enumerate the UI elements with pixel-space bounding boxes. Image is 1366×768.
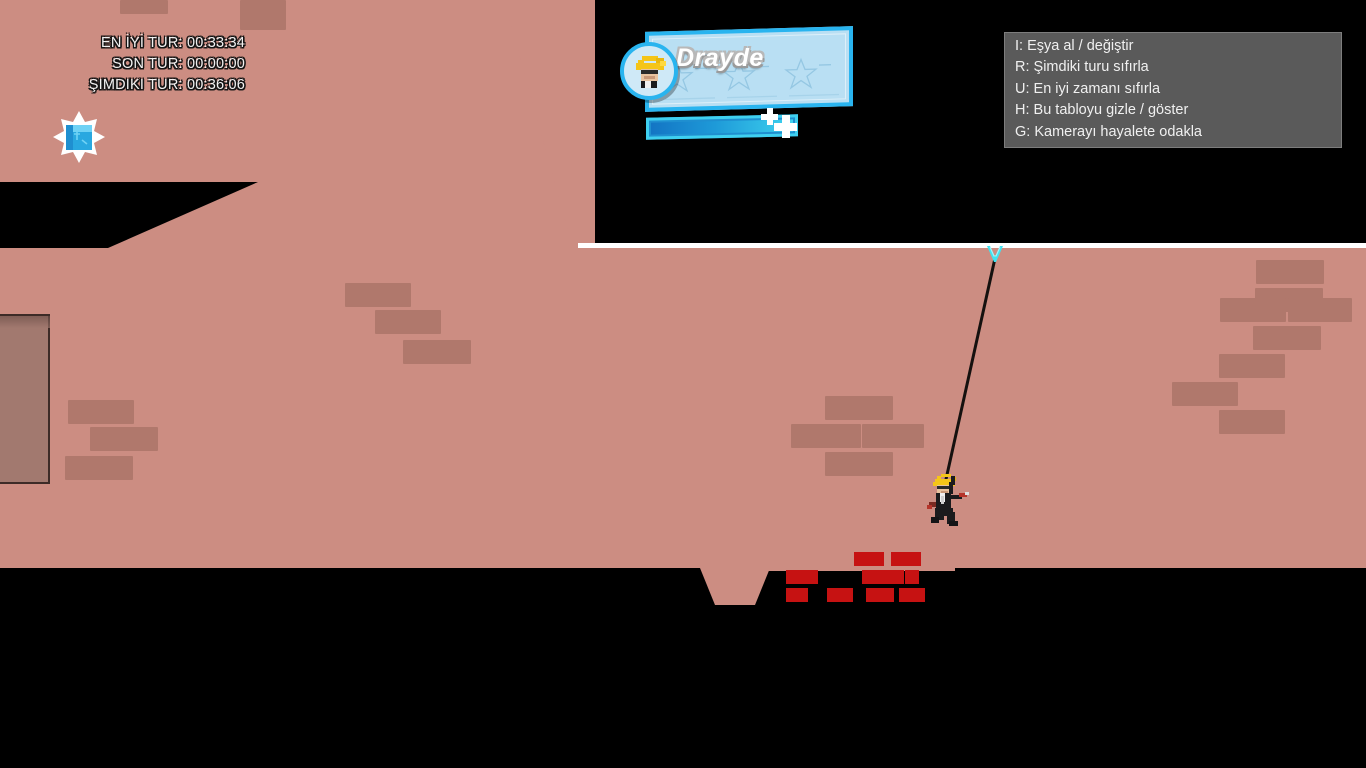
nameplate-banner: [645, 26, 853, 112]
last-lap-row: SON TUR: 00:00:00: [112, 56, 245, 72]
player-nameplate: Drayde: [620, 18, 860, 140]
hazard-brick-tile: [854, 552, 884, 566]
grapple-hook-anchor-icon: [985, 246, 1005, 264]
blue-cube-star-pickup[interactable]: [52, 110, 106, 164]
help-row-pickup-item: I: Eşya al / değiştir: [1015, 38, 1134, 54]
best-lap-row: EN İYİ TUR: 00:33:34: [101, 35, 245, 51]
hazard-brick-tile: [905, 570, 919, 584]
brick-tile: [862, 424, 924, 448]
terrain-bottom-slope: [700, 568, 770, 605]
hazard-brick-tile: [862, 570, 904, 584]
brick-tile: [1219, 354, 1285, 378]
hazard-brick-tile: [891, 552, 921, 566]
player-character: [925, 472, 971, 528]
wall-alcove: [0, 314, 50, 484]
brick-tile: [825, 396, 893, 420]
ledge-main-right: [578, 243, 1366, 248]
hazard-brick-tile: [866, 588, 894, 602]
brick-tile: [791, 424, 861, 448]
brick-tile: [403, 340, 471, 364]
terrain-bottom-lip: [755, 568, 955, 571]
help-row-toggle-panel: H: Bu tabloyu gizle / göster: [1015, 102, 1189, 119]
player-name-label: Drayde: [676, 44, 764, 72]
help-row-reset-lap: R: Şimdiki turu sıfırla: [1015, 59, 1149, 76]
lap-timer-hud: EN İYİ TUR: 00:33:34 SON TUR: 00:00:00 Ş…: [0, 33, 245, 96]
hazard-brick-tile: [786, 588, 808, 602]
brick-tile: [1219, 410, 1285, 434]
keybind-help-panel: I: Eşya al / değiştir R: Şimdiki turu sı…: [1004, 32, 1342, 149]
hazard-brick-tile: [899, 588, 925, 602]
brick-tile: [120, 0, 168, 14]
current-lap-row: ŞIMDIKI TUR: 00:36:06: [88, 77, 245, 93]
hazard-brick-tile: [827, 588, 853, 602]
hazard-brick-tile: [786, 570, 818, 584]
alcove-shading: [0, 316, 50, 328]
help-row-focus-ghost: G: Kamerayı hayalete odakla: [1015, 123, 1202, 140]
brick-tile: [90, 427, 158, 451]
brick-tile: [65, 456, 133, 480]
brick-tile: [345, 283, 411, 307]
plus-icon-small: [760, 107, 780, 132]
brick-tile: [1256, 260, 1324, 284]
nameplate-star-decorations: [649, 30, 849, 108]
brick-tile: [825, 452, 893, 476]
brick-tile: [68, 400, 134, 424]
brick-tile: [1288, 298, 1352, 322]
brick-tile: [375, 310, 441, 334]
brick-tile: [1220, 298, 1286, 322]
brick-tile: [240, 0, 286, 30]
plus-icon-large: [773, 114, 799, 145]
terrain-upper-left-plateau: [0, 0, 580, 190]
help-row-reset-best: U: En iyi zamanı sıfırla: [1015, 80, 1161, 97]
brick-tile: [1253, 326, 1321, 350]
player-avatar: [620, 42, 678, 100]
terrain-main-body: [0, 248, 1366, 568]
brick-tile: [1172, 382, 1238, 406]
